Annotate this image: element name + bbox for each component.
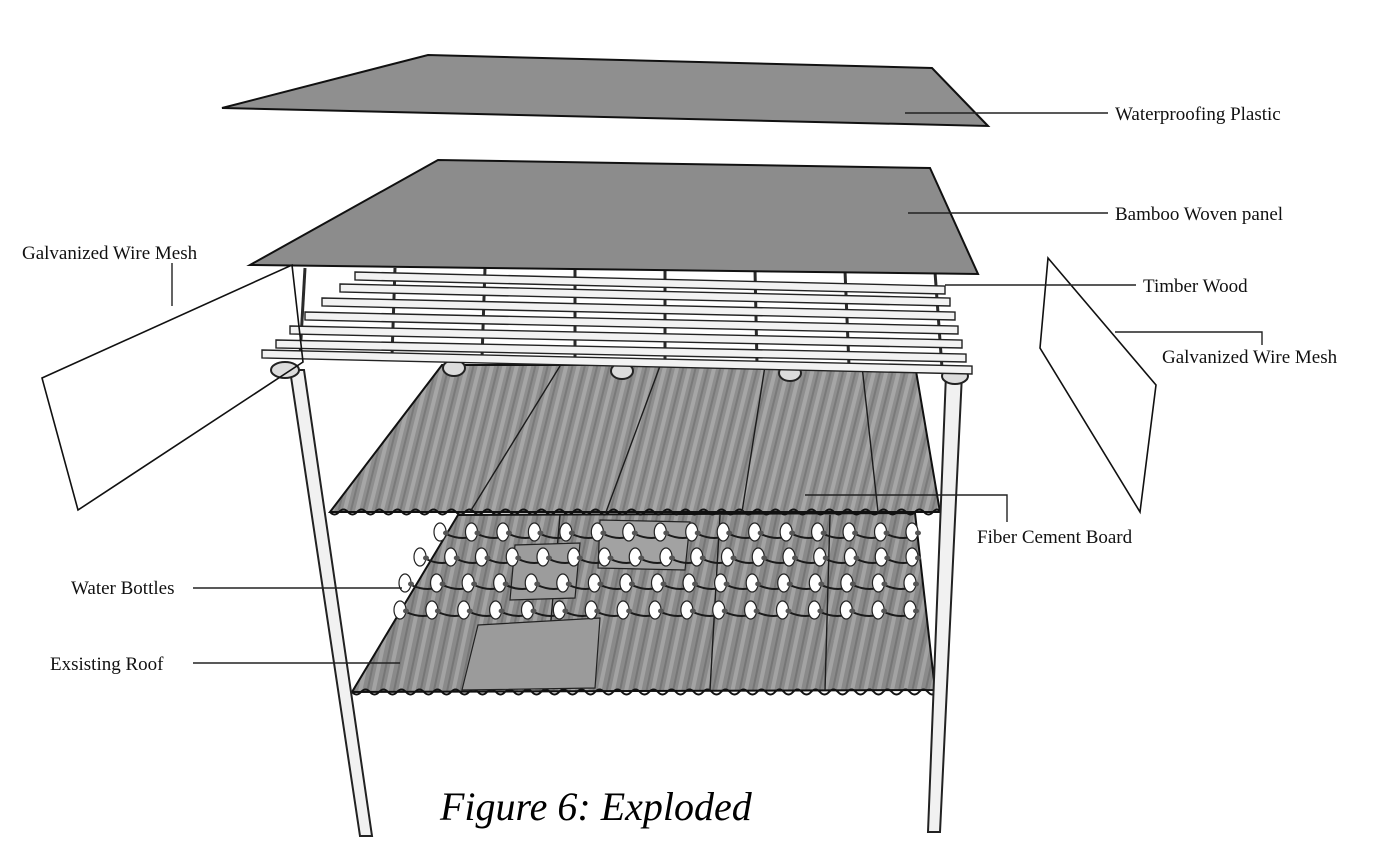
bottle-cap [792,555,798,561]
label-galvanized-wire-mesh-right: Galvanized Wire Mesh [1162,347,1338,368]
bottle-cap [786,581,793,587]
bottle-cap [658,608,664,614]
bottle-cap [820,530,827,536]
fiber-cement-board [327,364,942,516]
bottle-cap [726,530,733,536]
bottle-cap [757,530,764,536]
bottle-cap [502,581,509,587]
left-wire-mesh-panel [41,263,304,512]
bottle-cap [576,555,583,561]
bottle-cap [423,555,429,561]
bottle-cap [881,608,888,614]
bottle-cap [692,581,699,587]
bottle-cap [755,581,762,587]
bottle-cap [505,530,512,536]
right-wire-mesh-panel [1039,256,1157,515]
bottle-cap [852,530,859,536]
timber-rail [304,311,959,335]
bottle-cap [434,608,441,614]
bottle-cap [537,530,544,536]
bottle-cap [753,608,760,614]
label-bamboo-woven-panel: Bamboo Woven panel [1115,204,1283,225]
timber-rail [339,283,951,307]
bottle-cap [498,608,505,614]
waterproofing-plastic-sheet [221,53,991,128]
bottle-cap [822,555,829,561]
bottle-cap [534,581,541,587]
bamboo-woven-panel [246,158,980,276]
leader-fiber-cement [805,494,1008,522]
label-galvanized-wire-mesh-left: Galvanized Wire Mesh [22,243,198,264]
bottle-cap [471,581,478,587]
bottle-cap [626,608,633,614]
bottle-cap [723,581,730,587]
water-bottles-array [393,522,921,620]
bottle-cap [853,555,860,561]
bottle-cap [403,608,409,614]
leader-mesh-right [1115,331,1263,345]
bottle-cap [515,555,522,561]
bottle-cap [761,555,768,561]
timber-rail [321,297,956,321]
bottle-cap [789,530,796,536]
bottle-cap [628,581,635,587]
bottle-cap [597,581,604,587]
bottle-cap [699,555,706,561]
bottle-cap [638,555,645,561]
bottle-cap [631,530,638,536]
bottle-cap [408,581,414,587]
bottle-cap [849,608,856,614]
bottle-cap [694,530,701,536]
bottle-cap [546,555,552,561]
timber-rail [275,339,967,363]
bottle-cap [915,555,921,561]
bottle-cap [565,581,572,587]
label-existing-roof: Exsisting Roof [50,654,164,675]
bottle-cap [663,530,670,536]
bottle-cap [568,530,575,536]
bottle-cap [817,608,824,614]
bottle-cap [474,530,481,536]
bottle-cap [818,581,825,587]
timber-rail [261,349,973,375]
bottle-cap [915,530,921,536]
bottle-cap [881,581,888,587]
timber-wood-frame [261,267,973,375]
bottle-cap [594,608,601,614]
bottle-cap [730,555,737,561]
bottle-cap [600,530,607,536]
bottle-cap [721,608,728,614]
bottle-cap [660,581,667,587]
label-timber-wood: Timber Wood [1143,276,1248,297]
figure-caption: Figure 6: Exploded [439,784,753,829]
label-waterproofing-plastic: Waterproofing Plastic [1115,104,1281,125]
bottle-cap [443,530,449,536]
bottle-cap [884,555,891,561]
leader-lines [171,112,1263,664]
label-fiber-cement-board: Fiber Cement Board [977,527,1133,548]
bottle-cap [669,555,675,561]
bottle-cap [484,555,491,561]
bottle-cap [849,581,856,587]
bottle-cap [562,608,569,614]
timber-joist [390,267,397,357]
bottle-cap [883,530,890,536]
bottle-cap [913,581,919,587]
bottle-hose [445,532,919,539]
label-water-bottles: Water Bottles [71,578,174,599]
bottle-cap [689,608,696,614]
bottle-cap [607,555,614,561]
bottle-cap [785,608,792,614]
bottle-cap [530,608,537,614]
bottle-cap [453,555,460,561]
bottle-cap [913,608,919,614]
support-posts [270,359,969,837]
timber-rail [289,325,963,349]
bottle-cap [466,608,473,614]
bottle-cap [439,581,446,587]
timber-rail [354,271,946,295]
